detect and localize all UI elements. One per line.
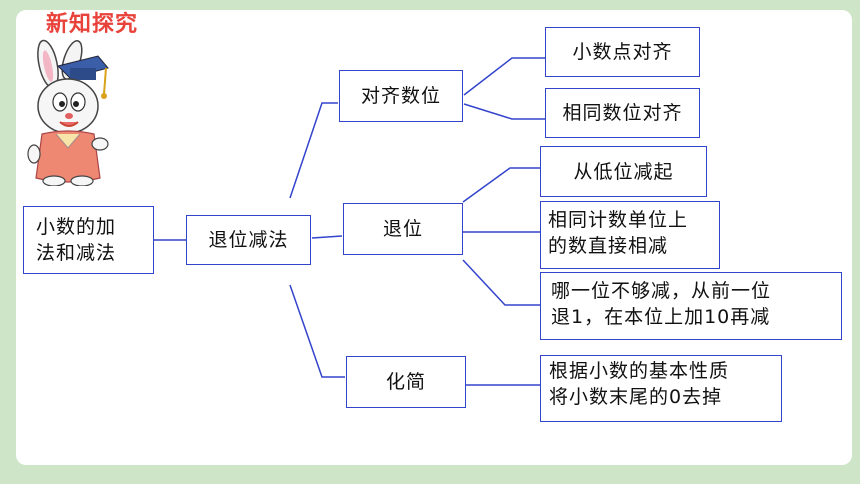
connector-align-detail-1	[463, 57, 545, 96]
connector-align-detail-2	[463, 103, 545, 120]
borrow-detail-3: 哪一位不够减，从前一位 退1，在本位上加10再减	[540, 272, 842, 340]
align-detail-2: 相同数位对齐	[545, 88, 700, 138]
branch-simplify-node: 化简	[346, 356, 466, 408]
connector-borrow-detail-3	[462, 259, 540, 306]
root-node: 小数的加 法和减法	[23, 206, 154, 274]
borrow-detail-1: 从低位减起	[540, 146, 707, 197]
connector-hub-align	[289, 102, 338, 199]
hub-node: 退位减法	[186, 215, 311, 265]
simplify-detail-1: 根据小数的基本性质 将小数末尾的0去掉	[540, 355, 782, 422]
bunny-graduate-mascot-icon	[27, 39, 109, 186]
branch-borrow-node: 退位	[343, 203, 463, 255]
align-detail-1: 小数点对齐	[545, 27, 700, 77]
connector-hub-borrow	[311, 235, 343, 239]
branch-align-node: 对齐数位	[339, 70, 463, 122]
section-title: 新知探究	[46, 12, 139, 37]
connector-hub-simplify	[289, 284, 345, 378]
connector-borrow-detail-1	[462, 167, 540, 203]
borrow-detail-2: 相同计数单位上 的数直接相减	[540, 201, 720, 269]
